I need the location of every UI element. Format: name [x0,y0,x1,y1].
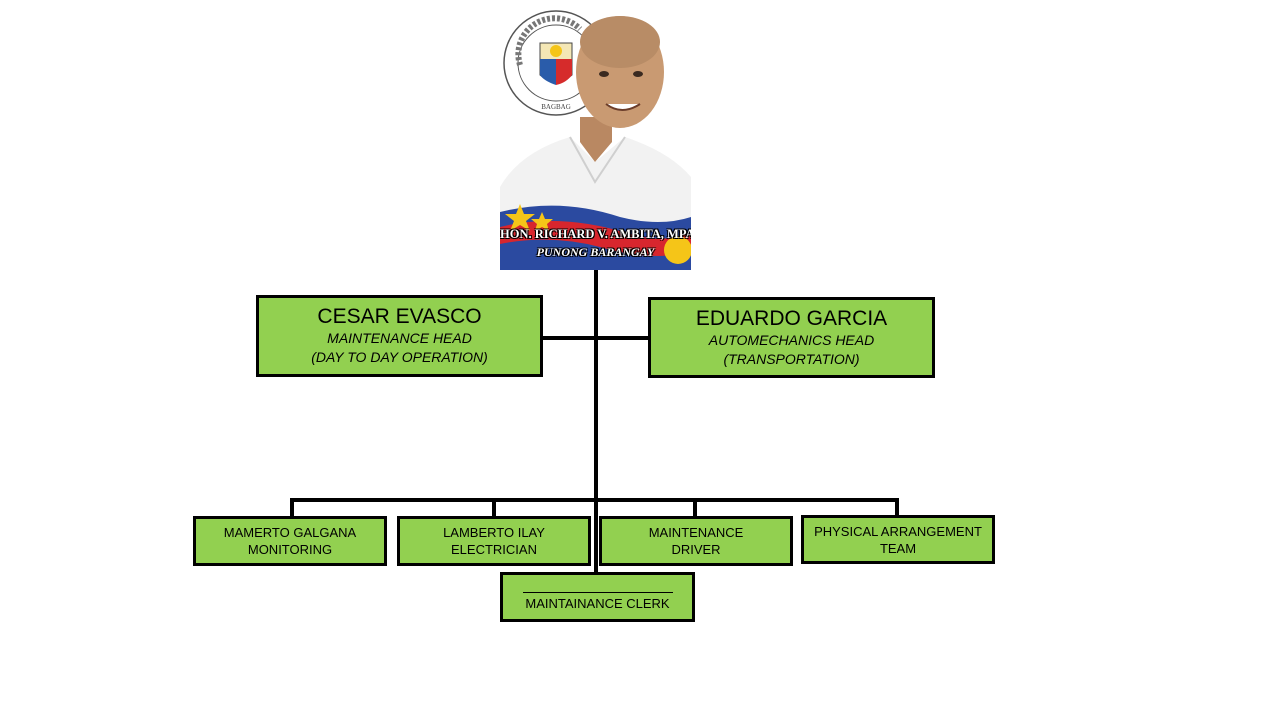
level2-line1: MAMERTO GALGANA [223,525,357,540]
level1-role: MAINTENANCE HEAD [327,330,472,346]
level1-detail: (DAY TO DAY OPERATION) [311,349,488,365]
head-title: PUNONG BARANGAY [536,245,655,259]
level2-line1: MAINTENANCE [648,525,744,540]
drop-2 [492,498,496,518]
drop-4 [895,498,899,518]
level2-line2: DRIVER [671,542,721,557]
org-box-physical-arrangement-team: PHYSICAL ARRANGEMENT TEAM [801,515,995,564]
level1-detail: (TRANSPORTATION) [723,350,860,367]
org-box-lamberto-ilay: LAMBERTO ILAY ELECTRICIAN [397,516,591,566]
clerk-title: MAINTAINANCE CLERK [525,596,670,611]
org-box-maintenance-driver: MAINTENANCE DRIVER [599,516,793,566]
level1-name: CESAR EVASCO [317,305,482,328]
portrait-photo [500,16,691,270]
org-box-maintainance-clerk: MAINTAINANCE CLERK [500,572,695,622]
level1-name: EDUARDO GARCIA [695,306,888,330]
level2-bus [290,498,899,502]
seal-bottom-text: BAGBAG [541,103,571,111]
trunk-line [594,268,598,575]
org-box-mamerto-galgana: MAMERTO GALGANA MONITORING [193,516,387,566]
level2-line1: PHYSICAL ARRANGEMENT [814,523,982,539]
org-box-cesar-evasco: CESAR EVASCO MAINTENANCE HEAD (DAY TO DA… [256,295,543,377]
level2-line2: TEAM [879,540,917,556]
level2-line2: MONITORING [247,542,333,557]
org-box-eduardo-garcia: EDUARDO GARCIA AUTOMECHANICS HEAD (TRANS… [648,297,935,378]
name-blank-line [522,582,673,593]
level1-connector [540,336,650,340]
head-name: HON. RICHARD V. AMBITA, MPA [500,227,691,241]
drop-3 [693,498,697,518]
drop-1 [290,498,294,518]
level2-line2: ELECTRICIAN [451,542,537,557]
level2-line1: LAMBERTO ILAY [443,525,545,540]
punong-barangay-portrait: HON. RICHARD V. AMBITA, MPA PUNONG BARAN… [500,12,691,270]
level1-role: AUTOMECHANICS HEAD [708,331,875,348]
